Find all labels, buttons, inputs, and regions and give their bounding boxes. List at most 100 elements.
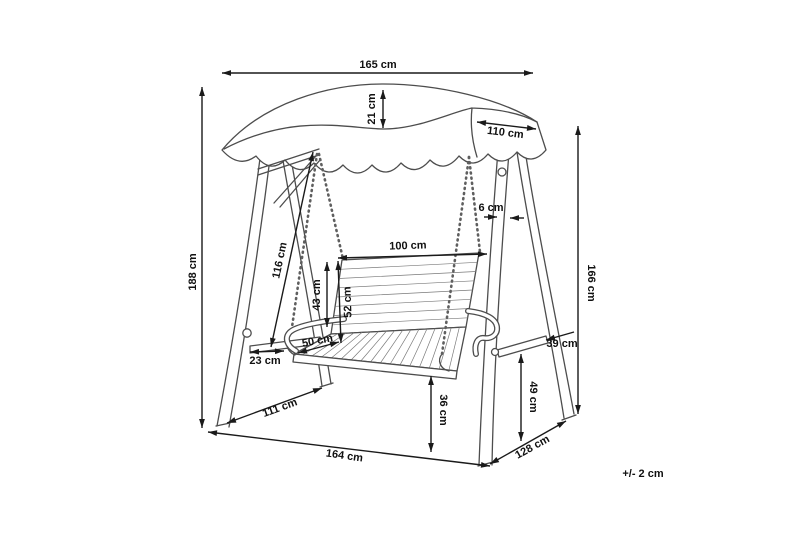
left-bolt [242,328,252,338]
arrowhead [250,348,260,355]
arrowhead [488,214,497,220]
arrowhead [199,87,205,96]
dim-chain-height-line [270,151,314,348]
arrowhead [380,90,386,99]
armrests [283,308,501,357]
arrowhead [380,119,386,128]
rear-chains [317,152,482,261]
arrowhead [546,334,556,341]
beam-lines [257,148,320,176]
dim-base-width-line [207,431,491,467]
dim-canopy-height: 21 cm [366,90,386,128]
bench [286,252,480,380]
dim-base-width-label: 164 cm [325,447,364,464]
dim-frame-height-label: 166 cm [585,264,597,302]
dim-base-depth: 128 cm [489,420,567,465]
arrowhead [575,126,581,135]
canopy [221,83,547,174]
right-bolt [490,347,500,357]
dim-brace-length-label: 39 cm [546,338,577,350]
arrowhead [227,417,237,423]
arrowhead [312,388,322,394]
arrowhead [510,215,519,221]
arrowhead [490,457,500,464]
dim-canopy-depth-label: 110 cm [486,125,524,141]
canopy-front-fold [223,107,473,150]
dim-leg-spread-side-label: 111 cm [261,396,299,420]
tolerance-note: +/- 2 cm [622,468,663,480]
arrowhead [338,254,348,261]
arrowhead [575,405,581,414]
dim-seat-width: 100 cm [337,239,488,261]
dim-canopy-depth: 110 cm [476,120,537,141]
right-crossbar [496,335,549,358]
dim-total-width: 165 cm [222,59,533,76]
dim-total-height: 188 cm [187,87,205,428]
arrowhead [208,430,218,436]
arrowhead [199,419,205,428]
right-a-frame [477,149,577,467]
dim-canopy-depth-line [476,121,537,130]
arrowhead [518,432,524,441]
arrowhead [298,347,308,354]
beam-brace [273,155,321,208]
dim-seat-depth-label: 50 cm [301,332,334,350]
dim-base-depth-label: 128 cm [513,433,552,462]
dim-seat-depth: 50 cm [297,332,340,354]
dim-canopy-height-label: 21 cm [366,93,378,124]
dim-total-width-label: 165 cm [359,59,397,71]
arrowhead [270,337,276,347]
arrowhead [428,443,434,452]
dim-chain-height: 116 cm [270,151,314,348]
dim-base-depth-line [489,420,567,465]
right-armrest-inner [466,309,499,356]
right-top-bolt [497,167,507,177]
chain-back-right [467,155,482,254]
dim-pole-thickness-label: 6 cm [478,202,503,214]
dim-backrest-height-label: 43 cm [311,279,323,310]
seat-hanger-right [438,353,450,372]
arrowhead [337,333,344,343]
dim-brace-height-label: 49 cm [527,381,539,412]
arrowhead [518,354,524,363]
tolerance-note-label: +/- 2 cm [622,468,663,480]
arrowhead [324,262,330,271]
arrowhead [222,70,231,76]
dim-leg-spread-side: 111 cm [226,387,323,424]
seat-apron [292,353,458,380]
arrowhead [556,421,566,428]
arrowhead [428,376,434,385]
arrowhead [324,318,330,327]
dim-backrest-length: 52 cm [335,260,355,344]
arrowhead [477,120,487,126]
chain-front-left [289,152,319,336]
arrowhead [329,341,339,348]
chain-back-left [317,152,345,261]
dim-total-height-label: 188 cm [187,253,199,291]
arrowhead [308,152,314,162]
top-beam [257,148,321,208]
canopy-side-fold [470,107,538,158]
right-rear-leg [516,149,577,421]
dim-brace-height: 49 cm [518,354,539,441]
dim-front-offset: 23 cm [249,348,285,367]
left-a-frame [215,140,334,428]
arrowhead [477,251,487,258]
dim-seat-width-label: 100 cm [389,239,427,252]
left-front-leg [215,142,273,428]
arrowhead [274,348,284,355]
right-front-leg [477,149,510,467]
dim-seat-clearance: 36 cm [428,376,449,452]
dim-brace-length: 39 cm [545,331,578,350]
dim-backrest-length-label: 52 cm [341,286,354,318]
dim-frame-height: 166 cm [575,126,597,414]
arrowhead [480,462,490,468]
arrowhead [526,125,536,131]
left-armrest-inner [285,317,346,353]
backrest-slats [333,261,478,326]
arrowhead [335,261,342,271]
dim-backrest-length-line [337,260,342,344]
dim-backrest-height: 43 cm [311,262,330,327]
